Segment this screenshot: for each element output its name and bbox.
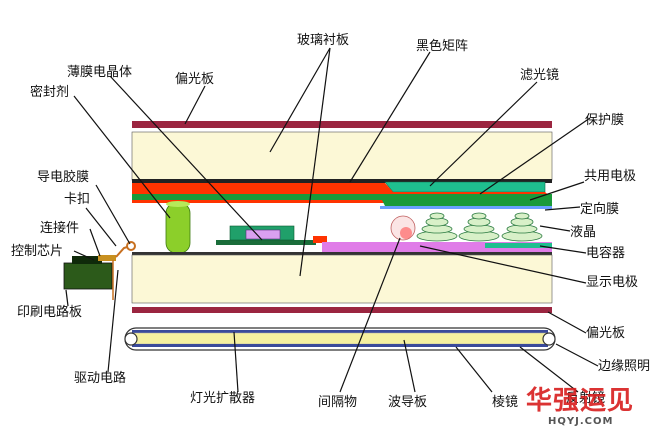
control-chip: [72, 256, 102, 264]
green-alignment-layer: [132, 194, 552, 200]
label-display-electrode: 显示电极: [586, 275, 639, 290]
sealant-cylinder: [165, 202, 191, 254]
tft-contact: [313, 236, 327, 243]
tft-base: [216, 240, 316, 245]
bottom-polarizer-layer: [132, 307, 552, 313]
label-polarizer-top: 偏光板: [175, 72, 215, 87]
edge-light-right: [542, 332, 556, 346]
label-connector: 连接件: [40, 221, 80, 236]
black-matrix-layer: [132, 179, 552, 183]
chip-connector: [98, 255, 116, 261]
label-liquid-crystal: 液晶: [570, 225, 597, 240]
label-prism: 棱镜: [492, 395, 519, 410]
label-control-chip: 控制芯片: [11, 244, 64, 259]
label-sealant: 密封剂: [30, 85, 70, 100]
label-clip: 卡扣: [64, 192, 91, 207]
label-color-filter: 滤光镜: [520, 68, 560, 83]
waveguide-plate: [131, 332, 549, 345]
clip-ring: [126, 241, 136, 251]
capacitor-strip: [485, 243, 552, 248]
bottom-glass-layer: [131, 254, 553, 304]
label-capacitor: 电容器: [586, 246, 626, 261]
color-filter-layer: [384, 181, 546, 193]
watermark-brand: 华强运见: [526, 386, 635, 416]
watermark-url: HQYJ.COM: [548, 416, 614, 427]
tft-gate: [245, 229, 281, 240]
label-spacer: 间隔物: [318, 395, 358, 410]
label-alignment-film: 定向膜: [580, 202, 620, 217]
label-tft: 薄膜电晶体: [67, 65, 133, 80]
label-protective-film: 保护膜: [585, 113, 625, 128]
label-conductive-film: 导电胶膜: [37, 170, 90, 185]
sealant-top: [166, 201, 190, 207]
pcb-board: [63, 262, 113, 290]
blue-film: [380, 206, 552, 209]
label-polarizer-bottom: 偏光板: [586, 326, 626, 341]
edge-light-left: [124, 332, 138, 346]
label-black-matrix: 黑色矩阵: [416, 39, 469, 54]
label-pcb: 印刷电路板: [17, 305, 83, 320]
label-edge-light: 边缘照明: [598, 359, 651, 374]
prism-line: [132, 344, 548, 347]
electrode-dark-line: [132, 252, 552, 255]
label-light-guide: 波导板: [388, 395, 428, 410]
diffuser-line: [132, 330, 548, 333]
label-reflector: 反射镜: [566, 391, 606, 406]
label-glass-substrate: 玻璃衬板: [297, 33, 350, 48]
label-common-electrode: 共用电极: [584, 169, 637, 184]
liquid-crystal-stacks: [416, 212, 543, 242]
top-polarizer-layer: [132, 121, 552, 128]
alignment-step: [380, 196, 552, 206]
label-drive-circuit: 驱动电路: [74, 371, 127, 386]
label-diffuser: 灯光扩散器: [190, 391, 256, 406]
top-glass-layer: [131, 131, 553, 181]
leader-lines: [65, 47, 599, 393]
